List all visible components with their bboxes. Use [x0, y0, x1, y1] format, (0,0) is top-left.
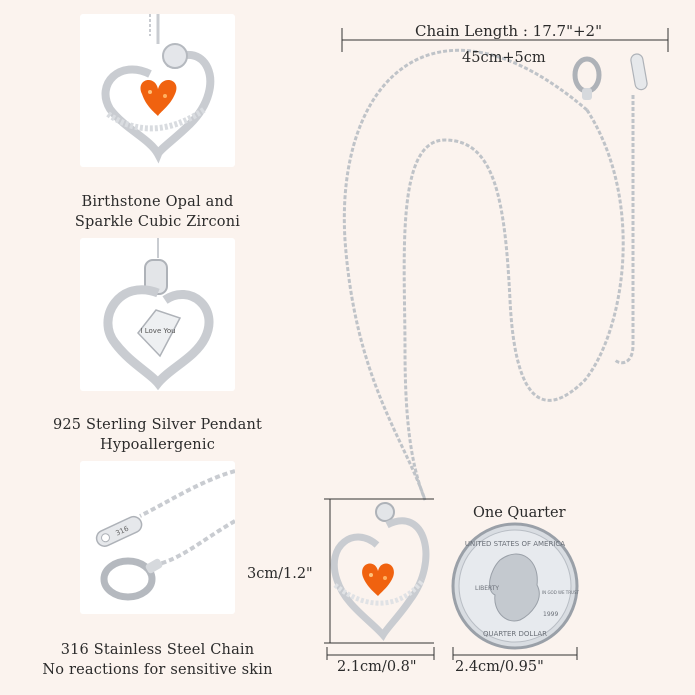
pendant-width-label: 2.1cm/0.8": [337, 659, 417, 675]
feature-line: Sparkle Cubic Zirconi: [74, 214, 241, 230]
lobster-clasp: [572, 56, 602, 100]
engraving-text: I Love You: [140, 327, 175, 335]
extender-tag: [630, 53, 648, 91]
coin-width-label: 2.4cm/0.95": [455, 659, 544, 675]
feature-line: No reactions for sensitive skin: [42, 662, 273, 678]
feature-line: 316 Stainless Steel Chain: [60, 642, 255, 658]
opal-detail-photo: [80, 14, 235, 167]
coin-bottom-text: QUARTER DOLLAR: [483, 630, 547, 638]
feature-line: Birthstone Opal and: [81, 194, 234, 210]
feature-caption-opal: Birthstone Opal and Sparkle Cubic Zircon…: [0, 192, 315, 232]
pendant-height-label: 3cm/1.2": [247, 566, 313, 582]
engraving-detail-photo: I Love You: [80, 238, 235, 391]
pendant: [330, 502, 430, 642]
quarter-coin: UNITED STATES OF AMERICA LIBERTY IN GOD …: [451, 522, 579, 650]
feature-line: 925 Sterling Silver Pendant: [52, 417, 263, 433]
necklace-diagram: UNITED STATES OF AMERICA LIBERTY IN GOD …: [247, 0, 695, 695]
coin-title: One Quarter: [473, 505, 566, 521]
chain-metric-label: 45cm+5cm: [462, 50, 546, 66]
feature-line: Hypoallergenic: [99, 437, 216, 453]
chain-detail-photo: 316: [80, 461, 235, 614]
coin-year-text: 1999: [543, 611, 558, 618]
coin-motto-text: IN GOD WE TRUST: [542, 590, 579, 595]
necklace-chain: [342, 48, 635, 501]
feature-caption-silver: 925 Sterling Silver Pendant Hypoallergen…: [0, 415, 315, 455]
coin-liberty-text: LIBERTY: [475, 585, 499, 592]
chain-length-label: Chain Length : 17.7"+2": [415, 22, 602, 40]
feature-caption-steel: 316 Stainless Steel Chain No reactions f…: [0, 640, 315, 680]
coin-top-text: UNITED STATES OF AMERICA: [465, 540, 565, 548]
